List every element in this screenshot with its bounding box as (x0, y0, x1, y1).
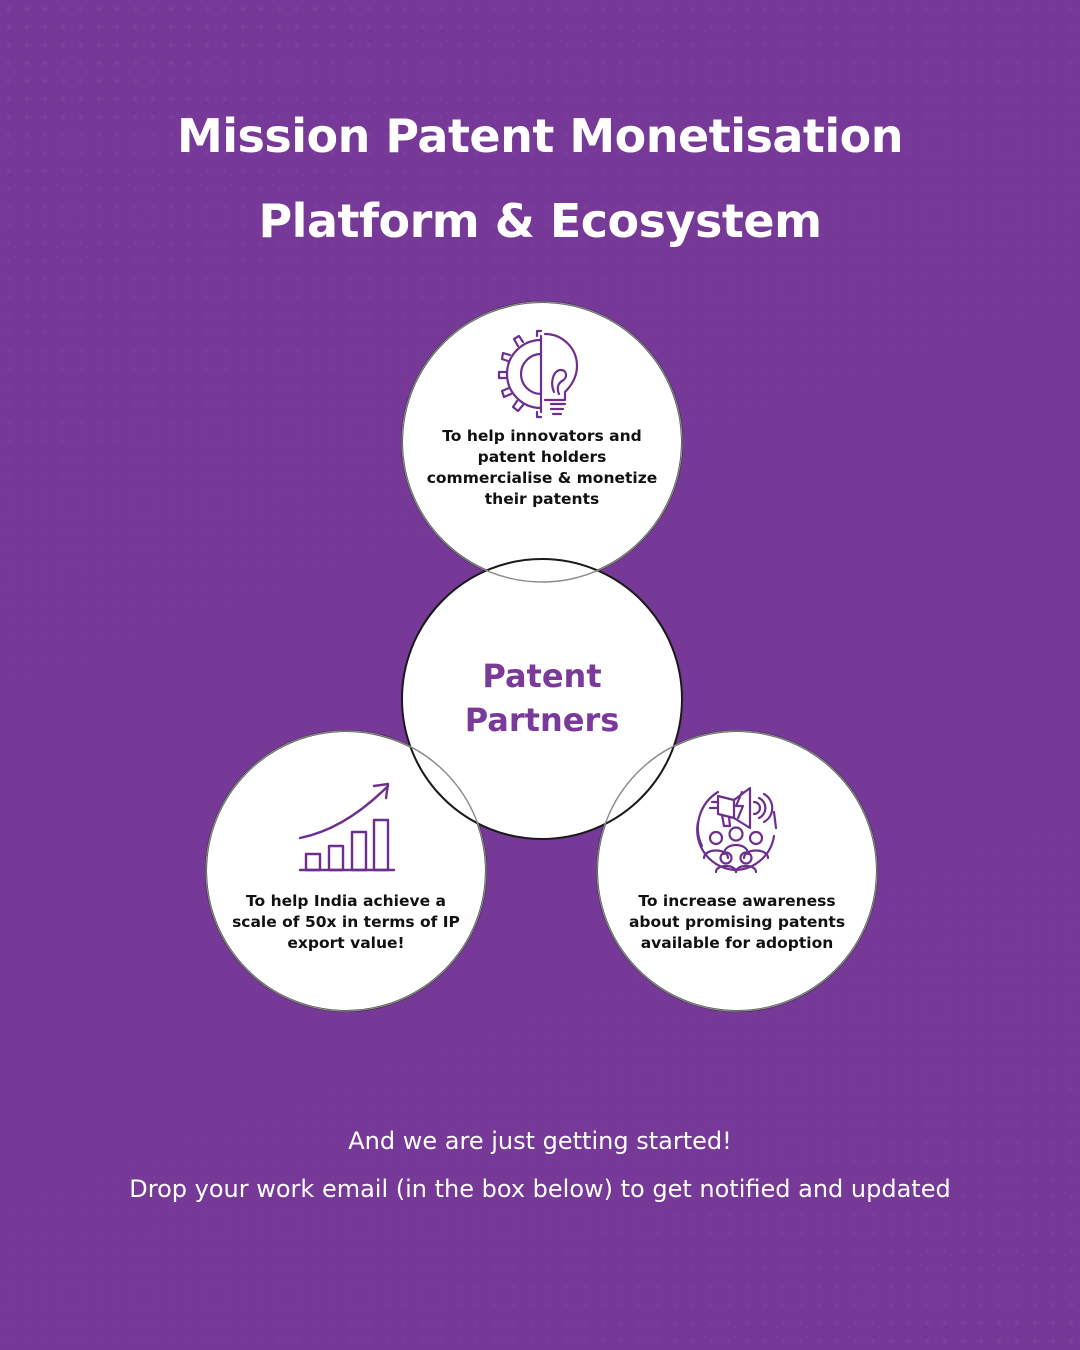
center-label-line-1: Patent (401, 654, 683, 698)
growth-chart-icon (296, 780, 396, 874)
center-label-line-2: Partners (401, 698, 683, 742)
page-title-line-2: Platform & Ecosystem (0, 193, 1080, 249)
footer-tagline: And we are just getting started! (0, 1125, 1080, 1157)
gear-lightbulb-icon (497, 328, 589, 420)
footer-cta-text: Drop your work email (in the box below) … (0, 1173, 1080, 1205)
page-title-line-1: Mission Patent Monetisation (0, 108, 1080, 164)
goal-text-commercialise: To help innovators and patent holders co… (421, 426, 663, 510)
goal-text-awareness: To increase awareness about promising pa… (616, 891, 858, 954)
goal-text-ip-export: To help India achieve a scale of 50x in … (225, 891, 467, 954)
megaphone-audience-icon (688, 782, 786, 874)
